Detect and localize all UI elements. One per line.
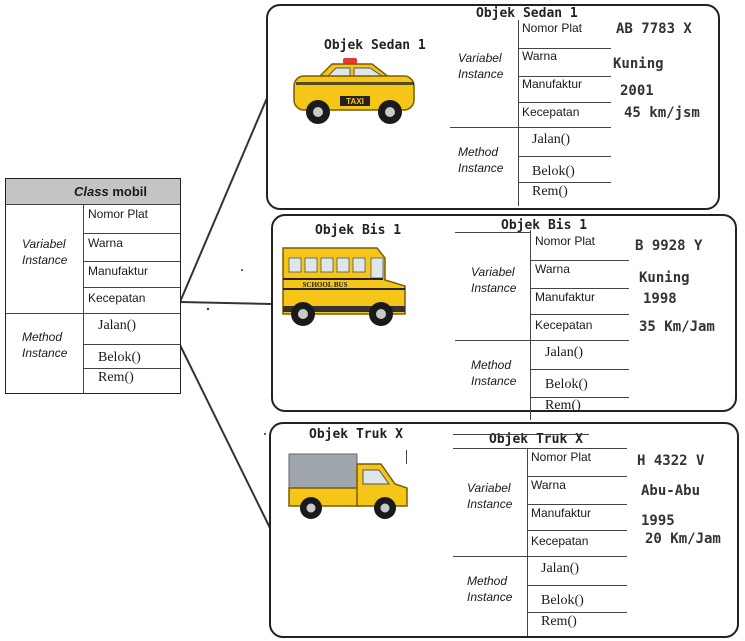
sedan-value-warna: Kuning xyxy=(613,56,664,72)
truk-value-tahun: 1995 xyxy=(641,513,675,529)
bis-var-warna: Warna xyxy=(535,262,570,276)
school-bus-sign: SCHOOL BUS xyxy=(303,281,348,289)
stray-dot xyxy=(264,433,266,435)
bis-var-manufaktur: Manufaktur xyxy=(535,290,596,304)
sedan-var-label-1: Variabel xyxy=(458,51,502,65)
class-title-keyword: Class xyxy=(74,184,109,199)
class-title-name: mobil xyxy=(108,184,147,199)
sedan-method-jalan: Jalan() xyxy=(532,132,571,147)
truk-method-label-2: Instance xyxy=(467,590,513,604)
bis-value-tahun: 1998 xyxy=(643,291,677,307)
object-sedan-title: Objek Sedan 1 xyxy=(476,6,578,21)
bis-value-kecepatan: 35 Km/Jam xyxy=(639,319,715,335)
class-header: Class mobil xyxy=(6,179,180,205)
stray-dot xyxy=(241,269,243,271)
class-var-warna: Warna xyxy=(88,236,123,250)
connector-sedan xyxy=(179,97,268,303)
bis-method-belok: Belok() xyxy=(545,377,588,392)
bis-var-label-2: Instance xyxy=(471,281,517,295)
object-sedan-box: Objek Sedan 1 Objek Sedan 1 TAXI Variabe… xyxy=(266,4,720,210)
class-method-label-2: Instance xyxy=(22,346,68,360)
bis-value-plat: B 9928 Y xyxy=(635,238,703,254)
sedan-method-label-2: Instance xyxy=(458,161,504,175)
truk-var-kecepatan: Kecepatan xyxy=(531,534,589,548)
class-method-jalan: Jalan() xyxy=(98,318,137,333)
bis-method-label-1: Method xyxy=(471,358,512,372)
truk-value-warna: Abu-Abu xyxy=(641,483,701,499)
sedan-var-nomor-plat: Nomor Plat xyxy=(522,21,583,35)
sedan-method-belok: Belok() xyxy=(532,164,575,179)
truk-var-warna: Warna xyxy=(531,478,566,492)
class-title: Class mobil xyxy=(74,184,147,199)
truk-method-belok: Belok() xyxy=(541,593,584,608)
bis-method-label-2: Instance xyxy=(471,374,517,388)
sedan-method-label-1: Method xyxy=(458,145,499,159)
school-bus-image: SCHOOL BUS xyxy=(282,247,406,326)
connector-bis xyxy=(179,301,273,305)
sedan-value-tahun: 2001 xyxy=(620,83,654,99)
sedan-var-manufaktur: Manufaktur xyxy=(522,77,583,91)
truk-value-kecepatan: 20 Km/Jam xyxy=(645,531,721,547)
object-truk-title: Objek Truk X xyxy=(489,432,583,447)
bis-method-jalan: Jalan() xyxy=(545,345,584,360)
bis-var-kecepatan: Kecepatan xyxy=(535,318,593,332)
bis-value-warna: Kuning xyxy=(639,270,690,286)
bis-method-rem: Rem() xyxy=(545,398,581,413)
class-mobil-box: Class mobil Variabel Instance Method Ins… xyxy=(5,178,181,394)
class-var-label-2: Instance xyxy=(22,253,68,267)
object-truk-box: Objek Truk X Objek Truk X Variabel Insta… xyxy=(269,422,739,638)
class-method-label-1: Method xyxy=(22,330,63,344)
object-bis-title: Objek Bis 1 xyxy=(501,218,588,233)
class-var-manufaktur: Manufaktur xyxy=(88,264,149,278)
truk-var-label-2: Instance xyxy=(467,497,513,511)
taxi-image: TAXI xyxy=(293,58,415,124)
sedan-var-label-2: Instance xyxy=(458,67,504,81)
object-bis-box: Objek Bis 1 Objek Bis 1 SCHOOL BUS Varia… xyxy=(271,214,737,420)
truk-value-plat: H 4322 V xyxy=(637,453,705,469)
object-truk-heading: Objek Truk X xyxy=(309,427,403,442)
truk-var-manufaktur: Manufaktur xyxy=(531,506,592,520)
class-var-kecepatan: Kecepatan xyxy=(88,291,146,305)
truk-method-jalan: Jalan() xyxy=(541,561,580,576)
class-var-label-1: Variabel xyxy=(22,237,66,251)
truk-method-label-1: Method xyxy=(467,574,508,588)
class-method-belok: Belok() xyxy=(98,350,141,365)
sedan-value-kecepatan: 45 km/jsm xyxy=(624,105,700,121)
bis-var-label-1: Variabel xyxy=(471,265,515,279)
truk-var-nomor-plat: Nomor Plat xyxy=(531,450,592,464)
sedan-var-warna: Warna xyxy=(522,49,557,63)
truk-method-rem: Rem() xyxy=(541,614,577,629)
object-sedan-heading: Objek Sedan 1 xyxy=(324,38,426,53)
class-var-nomor-plat: Nomor Plat xyxy=(88,207,149,221)
bis-var-nomor-plat: Nomor Plat xyxy=(535,234,596,248)
taxi-sign: TAXI xyxy=(346,97,364,106)
sedan-var-kecepatan: Kecepatan xyxy=(522,105,580,119)
sedan-method-rem: Rem() xyxy=(532,184,568,199)
stray-dot xyxy=(206,307,210,311)
truck-image xyxy=(288,453,408,519)
truk-var-label-1: Variabel xyxy=(467,481,511,495)
object-bis-heading: Objek Bis 1 xyxy=(315,223,402,238)
sedan-value-plat: AB 7783 X xyxy=(616,21,692,37)
class-method-rem: Rem() xyxy=(98,370,134,385)
connector-truk xyxy=(179,344,271,529)
